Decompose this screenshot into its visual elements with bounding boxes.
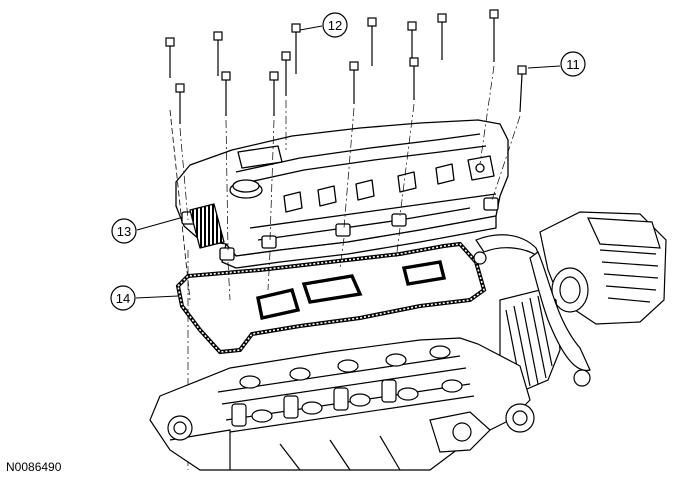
bolt	[281, 51, 291, 96]
callout-14: 14	[110, 285, 179, 311]
valve-cover-bolts	[165, 9, 527, 301]
air-intake-assembly	[473, 211, 667, 393]
bolt	[489, 9, 499, 62]
callout-label: 11	[566, 57, 580, 72]
callout-11: 11	[527, 51, 586, 77]
bolt	[165, 37, 191, 301]
bolt	[367, 17, 377, 66]
bolt	[407, 21, 417, 58]
callout-13: 13	[111, 217, 181, 244]
bolt	[291, 23, 301, 74]
callout-label: 14	[116, 291, 130, 306]
bolt	[221, 71, 231, 116]
callout-label: 13	[117, 224, 131, 239]
bolt	[437, 13, 447, 60]
cylinder-head	[149, 337, 535, 471]
callout-12: 12	[299, 12, 348, 38]
bolt	[269, 71, 279, 116]
bolt	[213, 31, 223, 76]
bolt	[175, 83, 185, 124]
valve-cover	[175, 119, 509, 269]
callout-label: 12	[328, 18, 342, 33]
bolt	[349, 61, 359, 104]
stud	[517, 65, 527, 113]
figure-reference-code: N0086490	[6, 460, 62, 474]
valve-cover-gasket	[175, 241, 487, 355]
bolt	[409, 57, 419, 100]
